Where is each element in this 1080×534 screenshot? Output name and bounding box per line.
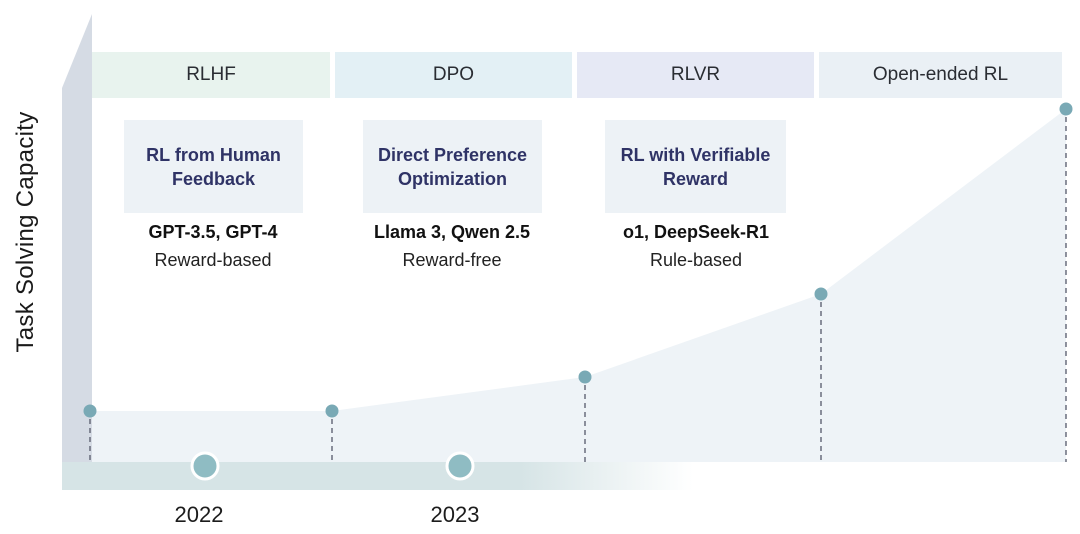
reward-type-rlvr: Rule-based bbox=[649, 250, 743, 270]
capacity-point-open-start bbox=[814, 287, 828, 301]
timeline-marker-2023 bbox=[445, 451, 475, 481]
capacity-area bbox=[90, 109, 1066, 463]
timeline-bar bbox=[62, 462, 1080, 490]
models-rlvr: o1, DeepSeek-R1 bbox=[622, 222, 770, 242]
reward-type-rlhf: Reward-based bbox=[154, 250, 272, 270]
capacity-point-dpo-start bbox=[325, 404, 339, 418]
method-box-rlhf: RL from Human Feedback bbox=[124, 120, 303, 213]
method-name-line: Feedback bbox=[171, 168, 256, 189]
stage-header-rlvr: RLVR bbox=[577, 52, 814, 98]
capacity-point-end bbox=[1059, 102, 1073, 116]
method-box-dpo: Direct Preference Optimization bbox=[363, 120, 542, 213]
method-name-line: RL from Human bbox=[146, 144, 281, 165]
year-label-2022: 2022 bbox=[174, 502, 224, 527]
stage-header-dpo: DPO bbox=[335, 52, 572, 98]
stage-header-open-ended-rl: Open-ended RL bbox=[819, 52, 1062, 98]
capacity-point-rlvr-start bbox=[578, 370, 592, 384]
method-name-line: Direct Preference bbox=[377, 144, 528, 165]
models-dpo: Llama 3, Qwen 2.5 bbox=[373, 222, 531, 242]
timeline-marker-2022 bbox=[190, 451, 220, 481]
year-label-2023: 2023 bbox=[430, 502, 480, 527]
method-name-line: Reward bbox=[662, 168, 729, 189]
y-axis-label: Task Solving Capacity bbox=[12, 111, 39, 353]
method-name-line: RL with Verifiable bbox=[620, 144, 771, 165]
method-name-line: Optimization bbox=[398, 168, 507, 189]
capacity-point-rlhf-start bbox=[83, 404, 97, 418]
reward-type-dpo: Reward-free bbox=[402, 250, 502, 270]
y-axis-arrow bbox=[62, 14, 92, 490]
models-rlhf: GPT-3.5, GPT-4 bbox=[148, 222, 278, 242]
method-box-rlvr: RL with Verifiable Reward bbox=[605, 120, 786, 213]
stage-header-rlhf: RLHF bbox=[92, 52, 330, 98]
